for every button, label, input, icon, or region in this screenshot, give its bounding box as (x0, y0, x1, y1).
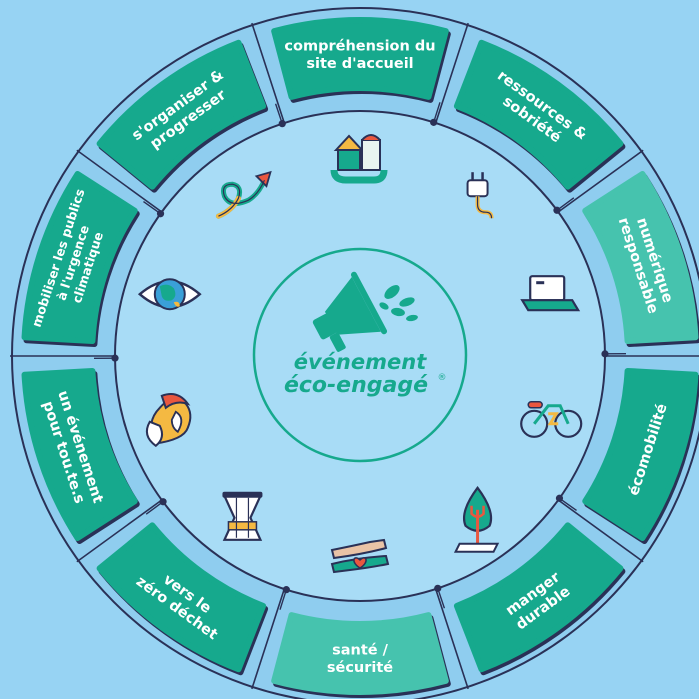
segment-divider (251, 588, 286, 690)
segment-divider (434, 588, 469, 690)
megaphone-icon (312, 271, 388, 352)
band-shape (96, 522, 267, 673)
band-shape (453, 522, 624, 673)
plug-icon (466, 172, 494, 219)
band-shape (271, 17, 449, 100)
connector-line (145, 501, 164, 515)
leaves-icon (379, 285, 418, 322)
earth-eye-icon (137, 278, 202, 311)
segment-divider (434, 22, 469, 124)
house-icon (330, 134, 388, 184)
category-icons (137, 134, 583, 574)
band-shape (96, 39, 267, 190)
connector-line (274, 103, 283, 124)
segment-divider (251, 22, 286, 124)
registered-mark: ® (438, 373, 447, 383)
band-shape (582, 170, 699, 345)
center-logo: événement éco-engagé ® (252, 247, 468, 463)
category-band-ressources: ressources &sobriété (453, 39, 626, 193)
connector-line (433, 102, 441, 123)
logo-circle (252, 247, 468, 463)
segment-divider (557, 499, 644, 563)
growth-arrow-icon (215, 170, 272, 219)
logo-line-1: événement (294, 350, 427, 374)
connector-line (556, 197, 575, 211)
band-shape (21, 170, 138, 345)
category-bands: compréhension du site d'accueil ressources… (21, 17, 699, 698)
segment-divider (76, 149, 163, 213)
bicycle-icon (520, 401, 583, 438)
connector-line (143, 200, 161, 215)
category-band-sante: santé / sécurité (271, 612, 451, 698)
category-band-mobilite: écomobilité (582, 367, 699, 545)
laptop-icon (520, 275, 581, 312)
band-shape (271, 612, 449, 695)
band-label-site: site d'accueil (306, 56, 413, 72)
segment-dividers (10, 22, 699, 690)
band-shape (21, 367, 138, 542)
segment-divider (557, 149, 644, 213)
band-label-sante: sécurité (327, 660, 393, 676)
category-band-site: compréhension du site d'accueil (271, 17, 451, 103)
band-shape (582, 367, 699, 542)
tree-fork-icon (453, 485, 500, 553)
connector-line (279, 589, 287, 610)
segment-divider (76, 499, 163, 563)
connector-line (437, 588, 446, 609)
connector-dots (94, 102, 626, 610)
jar-icon (222, 491, 263, 541)
category-band-organiser: s'organiser &progresser (96, 39, 269, 193)
connector-line (559, 497, 577, 512)
hands-heart-icon (330, 538, 390, 574)
band-shape (453, 39, 624, 190)
band-label-site: compréhension du (284, 38, 435, 54)
band-label-sante: santé / (332, 642, 389, 658)
logo-line-2: éco-engagé (284, 373, 428, 398)
faces-icon (145, 393, 192, 448)
